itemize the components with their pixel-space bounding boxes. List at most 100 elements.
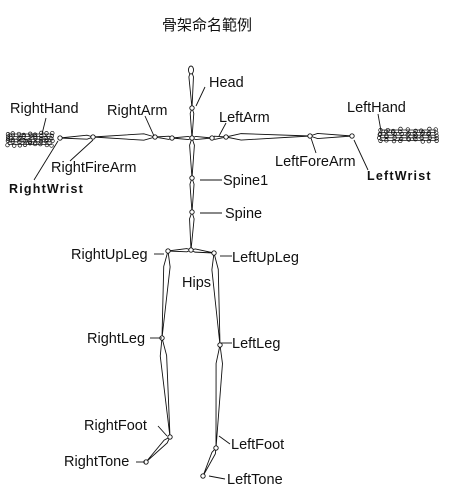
leader-left-wrist [353, 139, 369, 171]
label-left-leg: LeftLeg [232, 336, 280, 352]
right-finger-joint [44, 142, 50, 148]
leader-right-foot [157, 425, 168, 437]
bone-left-up-leg [211, 252, 221, 346]
left-finger-joint [378, 138, 383, 143]
bone-spine [189, 210, 195, 251]
bone-right-arm [92, 133, 157, 141]
left-finger-joint [434, 133, 439, 138]
right-finger-joint [5, 138, 11, 143]
right-finger-joint [50, 138, 55, 144]
bone-right-foot [145, 435, 171, 463]
label-right-foot: RightFoot [84, 418, 147, 434]
label-head: Head [209, 75, 244, 91]
skeleton-bones [59, 68, 353, 477]
bone-right-fore-arm [59, 134, 95, 140]
label-hips: Hips [182, 275, 211, 291]
label-right-wrist: RightWrist [9, 182, 84, 196]
right-finger-joint [12, 143, 17, 148]
left-finger-joint [398, 126, 403, 132]
label-left-toe: LeftTone [227, 472, 283, 488]
leader-left-fore-arm [310, 137, 317, 154]
left-finger-joint [405, 127, 410, 132]
bone-left-leg [215, 344, 223, 449]
left-finger-joint [434, 136, 439, 141]
leader-left-arm [218, 122, 227, 137]
leader-left-foot [218, 435, 231, 445]
leader-left-toe [208, 475, 226, 480]
label-right-leg: RightLeg [87, 331, 145, 347]
label-right-hand: RightHand [10, 101, 79, 117]
leader-right-arm [144, 115, 155, 137]
joint-hips [188, 247, 194, 253]
right-finger-joint [49, 143, 54, 148]
joint-r-collar [169, 135, 175, 141]
bone-spine1 [189, 176, 195, 213]
joint-l-elbow [307, 133, 313, 139]
bone-neck [189, 106, 195, 139]
joint-r-hip [165, 248, 171, 254]
joint-neck [189, 105, 195, 111]
joint-l-knee [217, 342, 223, 348]
label-left-up-leg: LeftUpLeg [232, 250, 299, 266]
left-finger-joint [398, 138, 403, 144]
leader-right-wrist [33, 140, 59, 181]
joint-chest [189, 135, 195, 141]
joint-r-wrist [57, 135, 63, 141]
leader-lines [33, 86, 382, 480]
label-left-foot: LeftFoot [231, 437, 284, 453]
right-finger-joint [17, 135, 23, 140]
bone-left-collar [190, 135, 213, 141]
left-finger-joint [426, 138, 432, 144]
right-finger-joint [22, 142, 28, 147]
right-finger-joint [5, 142, 10, 148]
bone-right-up-leg [161, 250, 171, 339]
leader-left-hand [377, 113, 382, 132]
finger-clusters [5, 126, 439, 148]
right-finger-joint [44, 131, 49, 136]
label-spine1: Spine1 [223, 173, 268, 189]
bone-right-hip [167, 248, 193, 253]
leader-right-fore-arm [69, 139, 94, 162]
bone-left-arm [225, 133, 311, 141]
label-left-arm: LeftArm [219, 110, 270, 126]
joint-spine [189, 209, 195, 215]
joint-spine1 [189, 175, 195, 181]
joint-r-elbow [90, 134, 96, 140]
bone-spine2 [189, 136, 195, 179]
right-finger-joint [39, 130, 44, 136]
right-finger-joint [50, 130, 55, 136]
label-left-wrist: LeftWrist [367, 169, 432, 183]
joint-l-hip [211, 250, 217, 256]
right-finger-joint [17, 143, 23, 148]
label-right-fore-arm: RightFireArm [51, 160, 136, 176]
leader-head [195, 86, 206, 107]
left-finger-joint [420, 139, 425, 144]
bone-right-leg [159, 337, 171, 438]
joint-r-ankle [167, 434, 173, 440]
bone-left-hip [189, 248, 215, 254]
bone-right-collar [171, 135, 194, 141]
joint-head-top [188, 65, 194, 75]
left-finger-joint [412, 131, 417, 136]
bone-head [188, 68, 194, 109]
label-right-toe: RightTone [64, 454, 129, 470]
right-finger-joint [10, 131, 15, 136]
left-finger-joint [391, 138, 397, 144]
left-finger-joint [434, 138, 439, 143]
label-left-fore-arm: LeftForeArm [275, 154, 356, 170]
right-finger-joint [27, 141, 33, 146]
left-finger-joint [413, 137, 418, 142]
diagram-title: 骨架命名範例 [162, 16, 252, 34]
bone-labels: Head RightArm LeftArm RightHand LeftHand… [9, 75, 432, 488]
bone-left-fore-arm [308, 133, 353, 139]
bone-left-foot [202, 446, 217, 477]
leader-right-hand [41, 117, 47, 135]
left-finger-joint [427, 126, 432, 132]
joint-l-wrist [349, 133, 355, 139]
label-right-arm: RightArm [107, 103, 167, 119]
joint-l-collar [209, 135, 215, 141]
joint-l-ankle [213, 445, 219, 451]
label-right-up-leg: RightUpLeg [71, 247, 148, 263]
joint-l-shoulder [223, 134, 229, 140]
